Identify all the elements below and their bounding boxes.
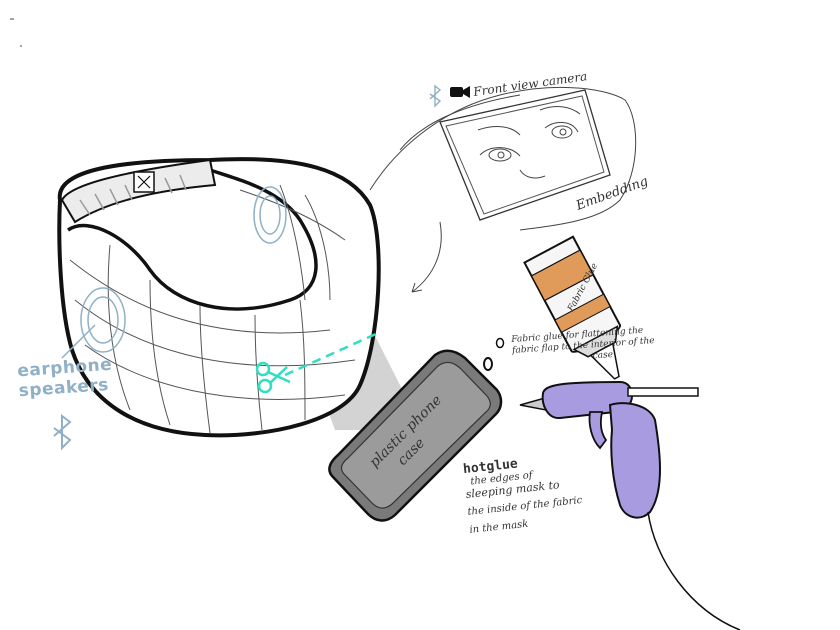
plastic-phone-case <box>328 349 503 522</box>
hotglue-note: hotglue the edges of sleeping mask to th… <box>462 450 584 537</box>
bluetooth-icon <box>429 84 442 108</box>
bluetooth-icon <box>53 414 72 451</box>
mask-inner-opening <box>67 168 318 311</box>
mask-quilting <box>69 184 356 434</box>
camera-label: Front view camera <box>471 69 588 99</box>
phone-outline <box>439 89 611 221</box>
glue-drop <box>495 337 505 349</box>
stray-marks <box>10 18 22 47</box>
arrow-curve <box>411 221 442 293</box>
face-phone-sketch <box>369 86 637 293</box>
embedding-label: Embedding <box>573 174 650 214</box>
earphone-speakers-label: earphone speakers <box>17 355 115 402</box>
hot-glue-gun <box>519 380 741 630</box>
glue-gun-cord <box>647 511 741 630</box>
speaker-outline-left <box>80 287 126 353</box>
speaker-outline-right <box>253 186 287 244</box>
glue-drop <box>483 357 493 371</box>
scissors-icon <box>255 361 291 394</box>
speaker-pointer-line <box>61 324 96 359</box>
cut-line <box>284 331 379 377</box>
glue-bottle <box>523 235 621 380</box>
video-camera-icon <box>450 86 470 98</box>
